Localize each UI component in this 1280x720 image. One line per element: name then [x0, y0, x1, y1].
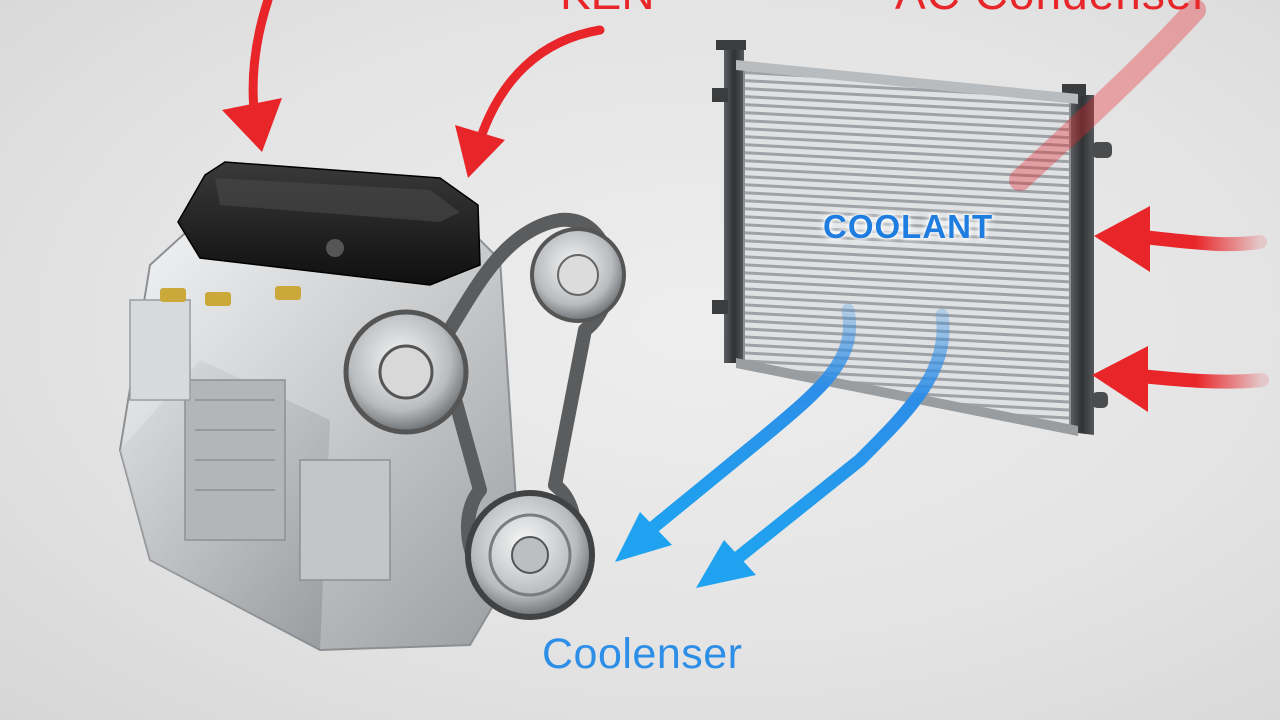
- heat-arrow-top-right: [1009, 0, 1206, 191]
- coolant-arrow-right: [696, 308, 950, 588]
- heat-arrow-top-center: [455, 25, 605, 178]
- engine-icon: [118, 161, 626, 652]
- heat-arrow-right-lower: [1092, 346, 1269, 412]
- ac-condenser-caption: AC Condenser: [895, 0, 1209, 20]
- top-left-caption: KEN: [560, 0, 655, 20]
- coolant-arrow-left: [615, 303, 856, 562]
- condenser-bottom-caption: Coolenser: [542, 630, 743, 678]
- heat-arrow-right-upper: [1094, 206, 1267, 272]
- heat-arrow-top-left: [222, 0, 282, 152]
- coolant-caption: COOLANT: [823, 208, 994, 245]
